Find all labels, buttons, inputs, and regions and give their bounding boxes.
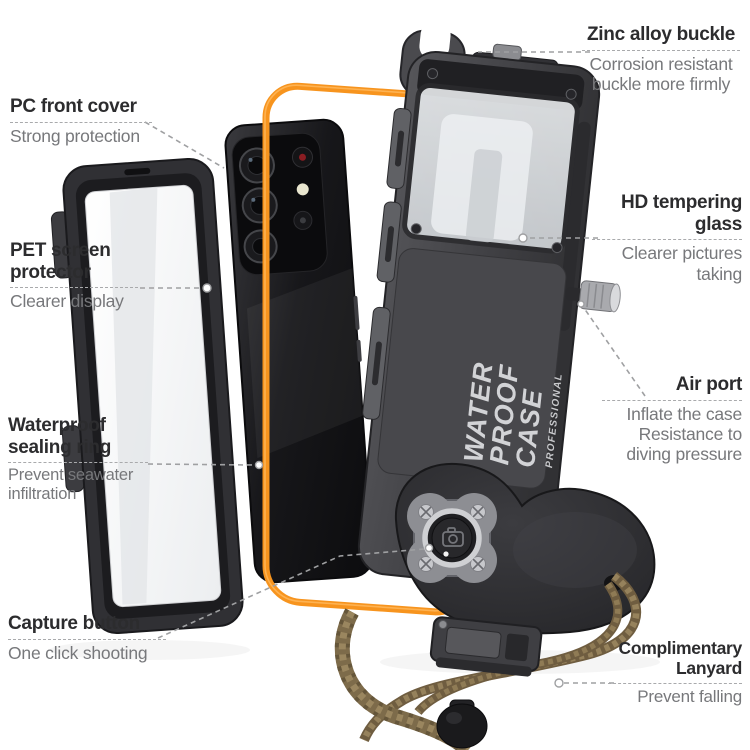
callout-complimentary-lanyard: Complimentary Lanyard Prevent falling	[608, 638, 743, 707]
callout-hd-tempering-glass: HD tempering glass Clearer pictures taki…	[592, 192, 742, 284]
screws	[410, 68, 577, 254]
dashed-divider	[592, 239, 742, 241]
callout-title: Zinc alloy buckle	[586, 24, 735, 45]
callout-title: Waterproof sealing ring	[8, 415, 112, 458]
callout-desc: Prevent seawater infiltration	[8, 466, 134, 504]
callout-capture-button: Capture button One click shooting	[8, 613, 166, 663]
callout-title: Air port	[675, 374, 743, 395]
callout-title: HD tempering glass	[621, 192, 742, 235]
callout-title: Complimentary Lanyard	[618, 638, 743, 678]
flash	[296, 183, 309, 196]
dashed-divider	[608, 682, 742, 684]
camera-module	[231, 132, 328, 276]
leader-capture	[157, 548, 425, 639]
cord-lock-toggle	[436, 699, 488, 749]
callout-desc: One click shooting	[8, 642, 148, 663]
callout-desc: Clearer pictures taking	[621, 243, 743, 284]
phone	[224, 118, 374, 584]
shadow	[50, 640, 250, 660]
callout-pet-screen-protector: PET screen protector Clearer display	[10, 240, 138, 312]
callout-desc: Strong protection	[10, 125, 140, 146]
leader-dots	[202, 233, 585, 688]
callout-waterproof-sealing-ring: Waterproof sealing ring Prevent seawater…	[8, 415, 148, 505]
callout-desc: Prevent falling	[637, 686, 742, 706]
leader-pc-front-cover	[144, 121, 225, 169]
dashed-divider	[10, 121, 152, 123]
lanyard-clip	[429, 616, 543, 677]
front-cover	[50, 157, 244, 635]
callout-zinc-alloy-buckle: Zinc alloy buckle Corrosion resistant bu…	[582, 24, 740, 94]
capture-button	[407, 493, 497, 583]
callout-title: PET screen protector	[10, 240, 111, 283]
main-case: WATER PROOF CASE PROFESSIONAL	[357, 21, 621, 590]
dashed-divider	[8, 638, 166, 640]
grip-highlight	[513, 512, 637, 588]
callout-title: PC front cover	[10, 96, 137, 117]
dashed-divider	[582, 49, 740, 51]
callout-pc-front-cover: PC front cover Strong protection	[10, 96, 152, 146]
callout-desc: Inflate the case Resistance to diving pr…	[626, 403, 742, 465]
callout-desc: Corrosion resistant buckle more firmly	[589, 53, 733, 94]
camera-icon	[442, 527, 464, 547]
dashed-divider	[10, 287, 138, 289]
callout-title: Capture button	[8, 613, 140, 634]
air-port-valve	[565, 280, 621, 313]
dashed-divider	[602, 399, 742, 401]
callout-desc: Clearer display	[10, 291, 124, 312]
leader-lines	[140, 51, 646, 684]
dashed-divider	[8, 462, 148, 464]
callout-air-port: Air port Inflate the case Resistance to …	[602, 374, 742, 465]
